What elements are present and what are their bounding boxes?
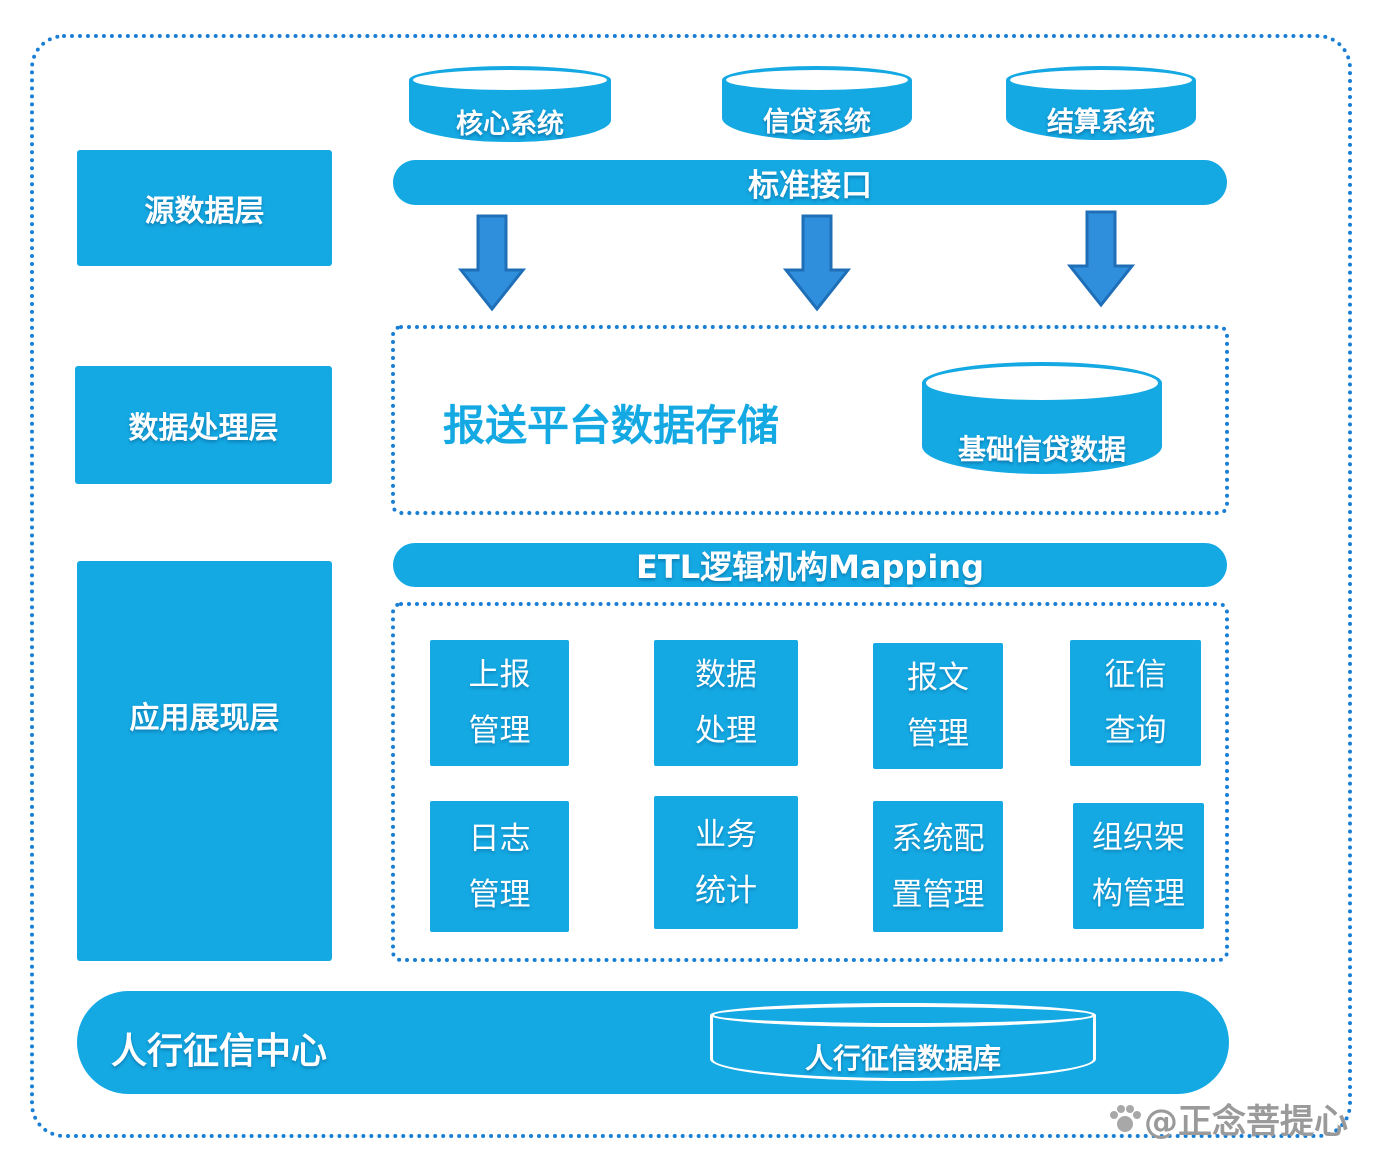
down-arrow-icon: [1067, 210, 1135, 308]
source-layer-label: 源数据层: [144, 194, 265, 229]
etl-mapping-bar: ETL逻辑机构Mapping: [393, 543, 1227, 587]
watermark: @正念菩提心: [1108, 1094, 1348, 1143]
module-line: 上报: [468, 657, 531, 693]
storage-panel: [391, 325, 1229, 515]
module-log-management: 日志 管理: [430, 801, 569, 932]
module-data-processing: 数据 处理: [654, 640, 798, 766]
core-system-db: 核心系统: [409, 66, 611, 142]
module-line: 数据: [695, 657, 757, 693]
module-message-management: 报文 管理: [873, 643, 1003, 769]
module-line: 组织架: [1092, 820, 1185, 856]
module-system-config: 系统配 置管理: [873, 801, 1003, 932]
outer-frame: [30, 34, 1352, 1138]
module-line: 业务: [695, 816, 757, 853]
processing-layer-box: 数据处理层: [75, 366, 332, 484]
down-arrow-icon: [783, 214, 851, 312]
settlement-system-db: 结算系统: [1006, 66, 1196, 140]
module-line: 查询: [1104, 713, 1167, 749]
module-line: 处理: [695, 713, 757, 749]
source-layer-box: 源数据层: [77, 150, 332, 266]
module-line: 管理: [907, 716, 969, 752]
module-business-statistics: 业务 统计: [654, 796, 798, 929]
credit-center-db-label: 人行征信数据库: [804, 1042, 1001, 1075]
module-line: 管理: [468, 876, 531, 913]
module-line: 置管理: [891, 876, 985, 913]
application-layer-box: 应用展现层: [77, 561, 332, 961]
module-org-structure: 组织架 构管理: [1073, 803, 1204, 929]
standard-interface-bar: 标准接口: [393, 160, 1227, 205]
module-line: 系统配: [891, 820, 985, 857]
module-line: 构管理: [1092, 876, 1185, 912]
etl-mapping-label: ETL逻辑机构Mapping: [636, 548, 984, 586]
storage-title: 报送平台数据存储: [443, 401, 780, 450]
processing-layer-label: 数据处理层: [128, 411, 279, 446]
credit-system-db: 信贷系统: [722, 66, 912, 140]
base-credit-db-label: 基础信贷数据: [957, 433, 1126, 466]
module-line: 统计: [695, 872, 757, 909]
settlement-system-label: 结算系统: [1047, 107, 1155, 138]
credit-system-label: 信贷系统: [763, 107, 871, 138]
module-line: 征信: [1104, 657, 1167, 693]
credit-center-label: 人行征信中心: [111, 1031, 328, 1072]
credit-center-db: 人行征信数据库: [710, 1003, 1096, 1081]
module-credit-query: 征信 查询: [1070, 640, 1201, 766]
standard-interface-label: 标准接口: [748, 168, 872, 204]
application-layer-label: 应用展现层: [129, 701, 280, 736]
module-line: 报文: [907, 660, 969, 696]
module-line: 日志: [468, 820, 531, 857]
module-line: 管理: [468, 713, 531, 749]
down-arrow-icon: [458, 214, 526, 312]
modules-panel: [391, 602, 1229, 962]
core-system-label: 核心系统: [456, 109, 564, 140]
base-credit-db: 基础信贷数据: [922, 362, 1162, 474]
watermark-text: @正念菩提心: [1144, 1102, 1348, 1142]
paw-icon: [1110, 1104, 1141, 1132]
module-report-management: 上报 管理: [430, 640, 569, 766]
